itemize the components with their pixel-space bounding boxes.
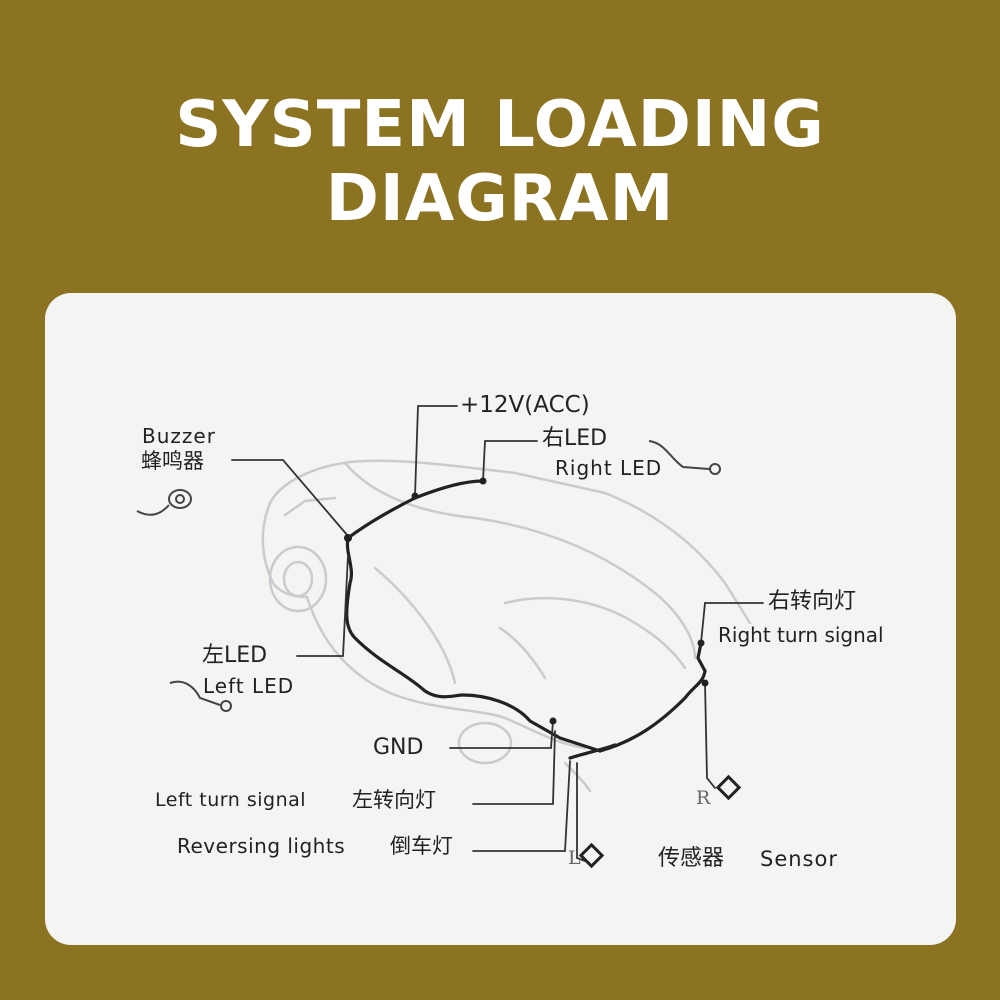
- buzzer-icon: [136, 489, 192, 516]
- leader-lines: [231, 405, 764, 862]
- power-label: +12V(ACC): [460, 392, 590, 418]
- sensor-l-icon: [578, 842, 605, 869]
- left-turn-cn-label: 左转向灯: [352, 788, 436, 812]
- reversing-cn-label: 倒车灯: [390, 834, 453, 858]
- reversing-en-label: Reversing lights: [177, 834, 346, 858]
- sensor-r-label: R: [696, 787, 711, 809]
- left-led-en-label: Left LED: [203, 674, 295, 698]
- car-outline: [261, 459, 752, 793]
- sensor-l-label: L: [568, 847, 581, 869]
- right-led-cn-label: 右LED: [542, 426, 608, 451]
- page-title: SYSTEM LOADING DIAGRAM: [175, 88, 825, 236]
- sensor-en-label: Sensor: [760, 847, 838, 871]
- left-led-icon: [169, 680, 232, 712]
- buzzer-cn-label: 蜂鸣器: [141, 449, 204, 473]
- sensor-cn-label: 传感器: [658, 846, 725, 871]
- harness-wires: [345, 479, 707, 760]
- left-led-cn-label: 左LED: [202, 643, 268, 668]
- buzzer-en-label: Buzzer: [142, 424, 216, 448]
- left-turn-en-label: Left turn signal: [155, 789, 307, 811]
- wiring-diagram: [136, 405, 764, 869]
- right-turn-en-label: Right turn signal: [718, 623, 884, 647]
- right-turn-cn-label: 右转向灯: [768, 589, 857, 614]
- sensor-r-icon: [715, 774, 742, 801]
- right-led-icon: [648, 440, 721, 475]
- gnd-label: GND: [373, 735, 424, 760]
- diagram-panel: +12V(ACC) Buzzer 蜂鸣器 右LED Right LED 左LED…: [45, 293, 956, 945]
- junction-dots: [344, 477, 709, 725]
- right-led-en-label: Right LED: [555, 456, 663, 480]
